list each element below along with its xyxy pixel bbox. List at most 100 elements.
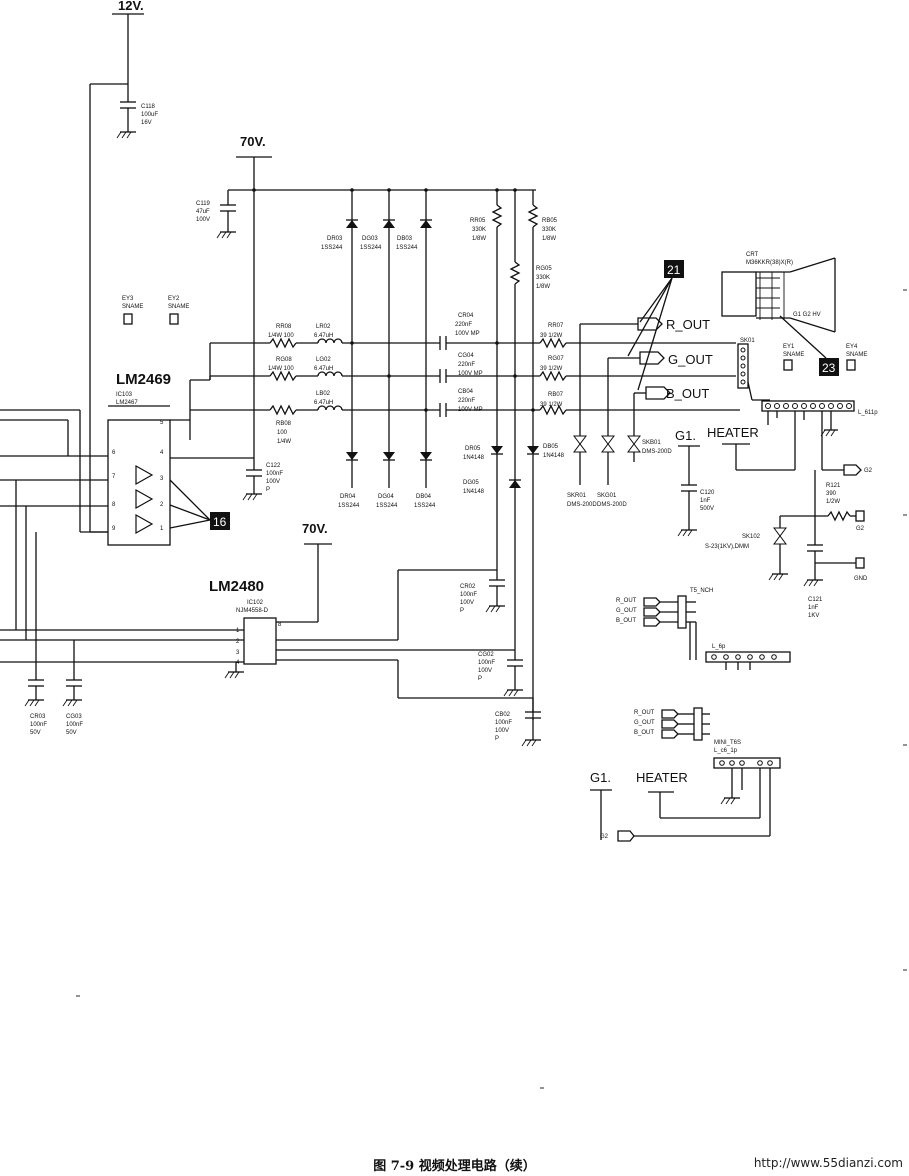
mini-lc6-label: L_c6_1p (714, 748, 738, 754)
callout-23 (819, 358, 839, 376)
g2b-label: G2 (856, 526, 865, 532)
ic103-pn: LM2467 (116, 400, 138, 406)
lb02-val: 6.47uH (314, 400, 333, 406)
g2-network: G2 G2 R121 390 1/2W SK102 S-23(1KV),DMM … (705, 464, 873, 619)
r121-w: 1/2W (826, 499, 840, 505)
rail-12v-label: 12V. (118, 0, 144, 13)
rb07-ref: RB07 (548, 392, 564, 398)
crt-ref: CRT (746, 252, 759, 258)
dg03-pn: 1SS244 (360, 245, 382, 251)
svg-text:3: 3 (236, 650, 240, 656)
sk01-label: SK01 (740, 338, 755, 344)
dr03-ref: DR03 (327, 236, 343, 242)
decoupling-caps: CR02 100nF 100V P CG02 100nF 100V P CB02… (460, 460, 541, 747)
cg04-ref: CG04 (458, 353, 474, 359)
sk102-pn: S-23(1KV),DMM (705, 544, 749, 550)
rb05-val: 330K (542, 227, 556, 233)
cr04-volt: 100V MP (455, 331, 480, 337)
ey3-ref: EY3 (122, 296, 134, 302)
output-markers: R_OUT G_OUT B_OUT 21 (579, 260, 713, 410)
cb02-val: 100nF (495, 720, 512, 726)
cr04-ref: CR04 (458, 313, 474, 319)
ic102-pn: NJM4558-D (236, 608, 269, 614)
crt-socket: CRT M36KKR(38)X(R) G1 G2 HV SK01 23 EY1 … (721, 252, 867, 401)
svg-text:1: 1 (160, 526, 164, 532)
rr05-w: 1/8W (472, 236, 486, 242)
rb07-val: 39 1/2W (540, 402, 563, 408)
dr03-pn: 1SS244 (321, 245, 343, 251)
c120-val: 1nF (700, 498, 711, 504)
rgb-signal-paths: RR08 1/4W 100 RG08 1/4W 100 RB08 100 1/4… (190, 188, 740, 445)
spark-gaps: SKR01 DMS-200D SKG01 DMS-200D SKB01 DMS-… (567, 343, 672, 508)
skr01-ref: SKR01 (567, 493, 587, 499)
lg02-val: 6.47uH (314, 366, 333, 372)
dr04-ref: DR04 (340, 494, 356, 500)
g1-bot-label: G1. (590, 770, 611, 785)
cr02-volt: 100V (460, 600, 474, 606)
protection-diodes: DR05 1N4148 DB05 1N4148 DG05 1N4148 (463, 444, 565, 495)
rail-12v: 12V. C118 100uF 16V (89, 0, 158, 533)
cg02-type: P (478, 676, 482, 682)
svg-text:7: 7 (112, 474, 116, 480)
input-caps: CR03 100nF 50V CG03 100nF 50V (24, 679, 83, 736)
ey4-name: SNAME (846, 352, 867, 358)
c122-ref: C122 (266, 463, 281, 469)
rb08-val: 100 (277, 430, 288, 436)
rr07-ref: RR07 (548, 323, 564, 329)
rb05-w: 1/8W (542, 236, 556, 242)
sk102-ref: SK102 (742, 534, 761, 540)
c119-ref: C119 (196, 201, 211, 207)
skb01-ref: SKB01 (642, 440, 661, 446)
cg04-volt: 100V MP (458, 371, 483, 377)
dr04-pn: 1SS244 (338, 503, 360, 509)
svg-text:3: 3 (160, 476, 164, 482)
cg04-val: 220nF (458, 362, 475, 368)
db05-pn: 1N4148 (543, 453, 565, 459)
cr03-volt: 50V (30, 730, 41, 736)
l611p-label: L_611p (858, 410, 878, 416)
mini-r-out: R_OUT (634, 710, 655, 716)
skr01-pn: DMS-200D (567, 502, 597, 508)
svg-text:9: 9 (112, 526, 116, 532)
callout-21 (664, 260, 684, 278)
c118-volt: 16V (141, 120, 152, 126)
cg03-volt: 50V (66, 730, 77, 736)
rg05-ref: RG05 (536, 266, 552, 272)
watermark: http://www.55dianzi.com (753, 1156, 903, 1170)
cg02-val: 100nF (478, 660, 495, 666)
callout-23-text: 23 (822, 361, 836, 375)
dg05-pn: 1N4148 (463, 489, 485, 495)
ey1-ref: EY1 (783, 344, 795, 350)
mini-g-out: G_OUT (634, 720, 655, 726)
lr02-val: 6.47uH (314, 333, 333, 339)
rr08-ref: RR08 (276, 324, 292, 330)
c119-volt: 100V (196, 217, 210, 223)
t5nch-block: T5_NCH R_OUT G_OUT B_OUT L_6p (616, 588, 791, 670)
c121-val: 1nF (808, 605, 819, 611)
rg08-val: 1/4W 100 (268, 366, 294, 372)
c119-val: 47uF (196, 209, 210, 215)
c121-volt: 1KV (808, 613, 819, 619)
cb02-volt: 100V (495, 728, 509, 734)
ey2-name: SNAME (168, 304, 189, 310)
cr04-val: 220nF (455, 322, 472, 328)
g1-heater-top: G1. HEATER C120 1nF 500V (675, 425, 795, 537)
t5-g-out: G_OUT (616, 608, 637, 614)
edge-ticks (76, 289, 907, 1089)
heater-top-label: HEATER (707, 425, 759, 440)
skg01-ref: SKG01 (597, 493, 617, 499)
rg08-ref: RG08 (276, 357, 292, 363)
rg05-w: 1/8W (536, 284, 550, 290)
svg-text:2: 2 (236, 639, 240, 645)
cg02-volt: 100V (478, 668, 492, 674)
lb02-ref: LB02 (316, 391, 331, 397)
lm2469-ic: LM2469 IC103 LM2467 6 7 8 9 5 4 3 2 1 16 (0, 371, 283, 546)
g2-label: G2 (864, 468, 873, 474)
g2c-label: G2 (600, 834, 609, 840)
lm2480-label: LM2480 (209, 578, 264, 595)
r121-val: 390 (826, 491, 837, 497)
db03-pn: 1SS244 (396, 245, 418, 251)
svg-text:8: 8 (278, 622, 282, 628)
dg04-pn: 1SS244 (376, 503, 398, 509)
